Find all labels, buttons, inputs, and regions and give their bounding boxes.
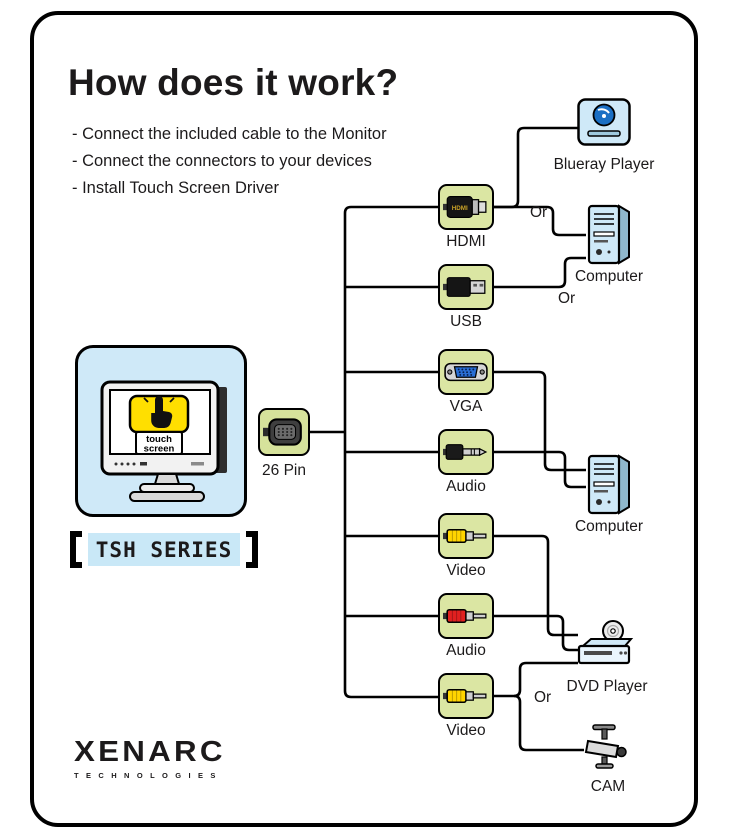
brand-tagline: TECHNOLOGIES	[74, 771, 223, 780]
instruction-bullet-1: - Connect the included cable to the Moni…	[72, 125, 387, 143]
cam-icon	[584, 724, 627, 769]
usb-label: USB	[450, 313, 482, 330]
hdmi-connector-box: HDMI	[438, 184, 494, 230]
audio-rca-label: Audio	[446, 642, 486, 659]
video-rca-plug-icon	[443, 528, 487, 544]
cam-label: CAM	[590, 778, 626, 795]
video-rca-label: Video	[446, 562, 486, 579]
usb-connector-box	[438, 264, 494, 310]
video-rca-2-label: Video	[446, 722, 486, 739]
pin26-connector-box	[258, 408, 310, 456]
or-label-video: Or	[534, 689, 552, 706]
right-bracket-icon	[246, 531, 258, 568]
svg-text:screen: screen	[144, 444, 175, 455]
hdmi-label: HDMI	[446, 233, 486, 250]
audio-rca-connector-box	[438, 593, 494, 639]
touchscreen-monitor-illustration: touch screen	[100, 380, 227, 502]
hdmi-plug-icon: HDMI	[443, 196, 487, 218]
instruction-bullet-3: - Install Touch Screen Driver	[72, 179, 279, 197]
series-label: TSH SERIES	[88, 533, 240, 566]
blueray-player-label: Blueray Player	[553, 156, 655, 173]
instructions-list: - Connect the included cable to the Moni…	[72, 121, 387, 202]
blueray-player-icon	[577, 98, 631, 146]
video-rca-2-connector-box	[438, 673, 494, 719]
audio-jack-connector-box	[438, 429, 494, 475]
dvd-player-icon	[577, 620, 634, 665]
page-title: How does it work?	[68, 62, 399, 103]
vga-plug-icon	[444, 362, 488, 382]
video-rca-2-plug-icon	[443, 688, 487, 704]
pin26-plug-icon	[263, 418, 302, 446]
left-bracket-icon	[70, 531, 82, 568]
dvd-player-label: DVD Player	[566, 678, 648, 695]
computer-top-label: Computer	[574, 268, 644, 285]
series-badge: TSH SERIES	[70, 531, 258, 568]
or-label-hdmi: Or	[530, 204, 548, 221]
computer-top-icon	[587, 204, 630, 265]
computer-bottom-label: Computer	[574, 518, 644, 535]
vga-label: VGA	[449, 398, 483, 415]
usb-plug-icon	[443, 277, 486, 297]
computer-bottom-icon	[587, 454, 630, 515]
brand-logo: XENARC TECHNOLOGIES	[74, 736, 223, 780]
audio-jack-label: Audio	[446, 478, 486, 495]
pin26-label: 26 Pin	[262, 462, 306, 479]
tap-hand-icon	[151, 396, 173, 428]
svg-text:touch: touch	[146, 434, 172, 445]
audio-jack-plug-icon	[443, 444, 488, 460]
or-label-usb: Or	[558, 290, 576, 307]
vga-connector-box	[438, 349, 494, 395]
video-rca-connector-box	[438, 513, 494, 559]
monitor-panel: touch screen	[75, 345, 247, 517]
svg-text:HDMI: HDMI	[452, 205, 468, 212]
audio-rca-plug-icon	[443, 608, 487, 624]
brand-name: XENARC	[74, 736, 226, 768]
instruction-bullet-2: - Connect the connectors to your devices	[72, 152, 372, 170]
